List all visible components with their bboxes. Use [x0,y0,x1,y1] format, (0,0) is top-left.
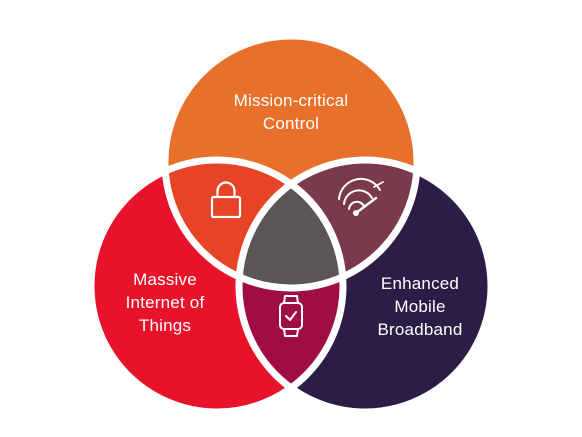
signal-gauge-icon [338,177,384,216]
smartwatch-icon [279,295,303,337]
circle-outlines [87,32,495,416]
overlap-center [239,160,343,288]
lock-icon [210,181,242,219]
label-mission-critical-control: Mission-critical Control [233,91,349,133]
label-massive-iot: Massive Internet of Things [125,270,205,335]
label-enhanced-mobile-broadband: Enhanced Mobile Broadband [377,274,463,339]
